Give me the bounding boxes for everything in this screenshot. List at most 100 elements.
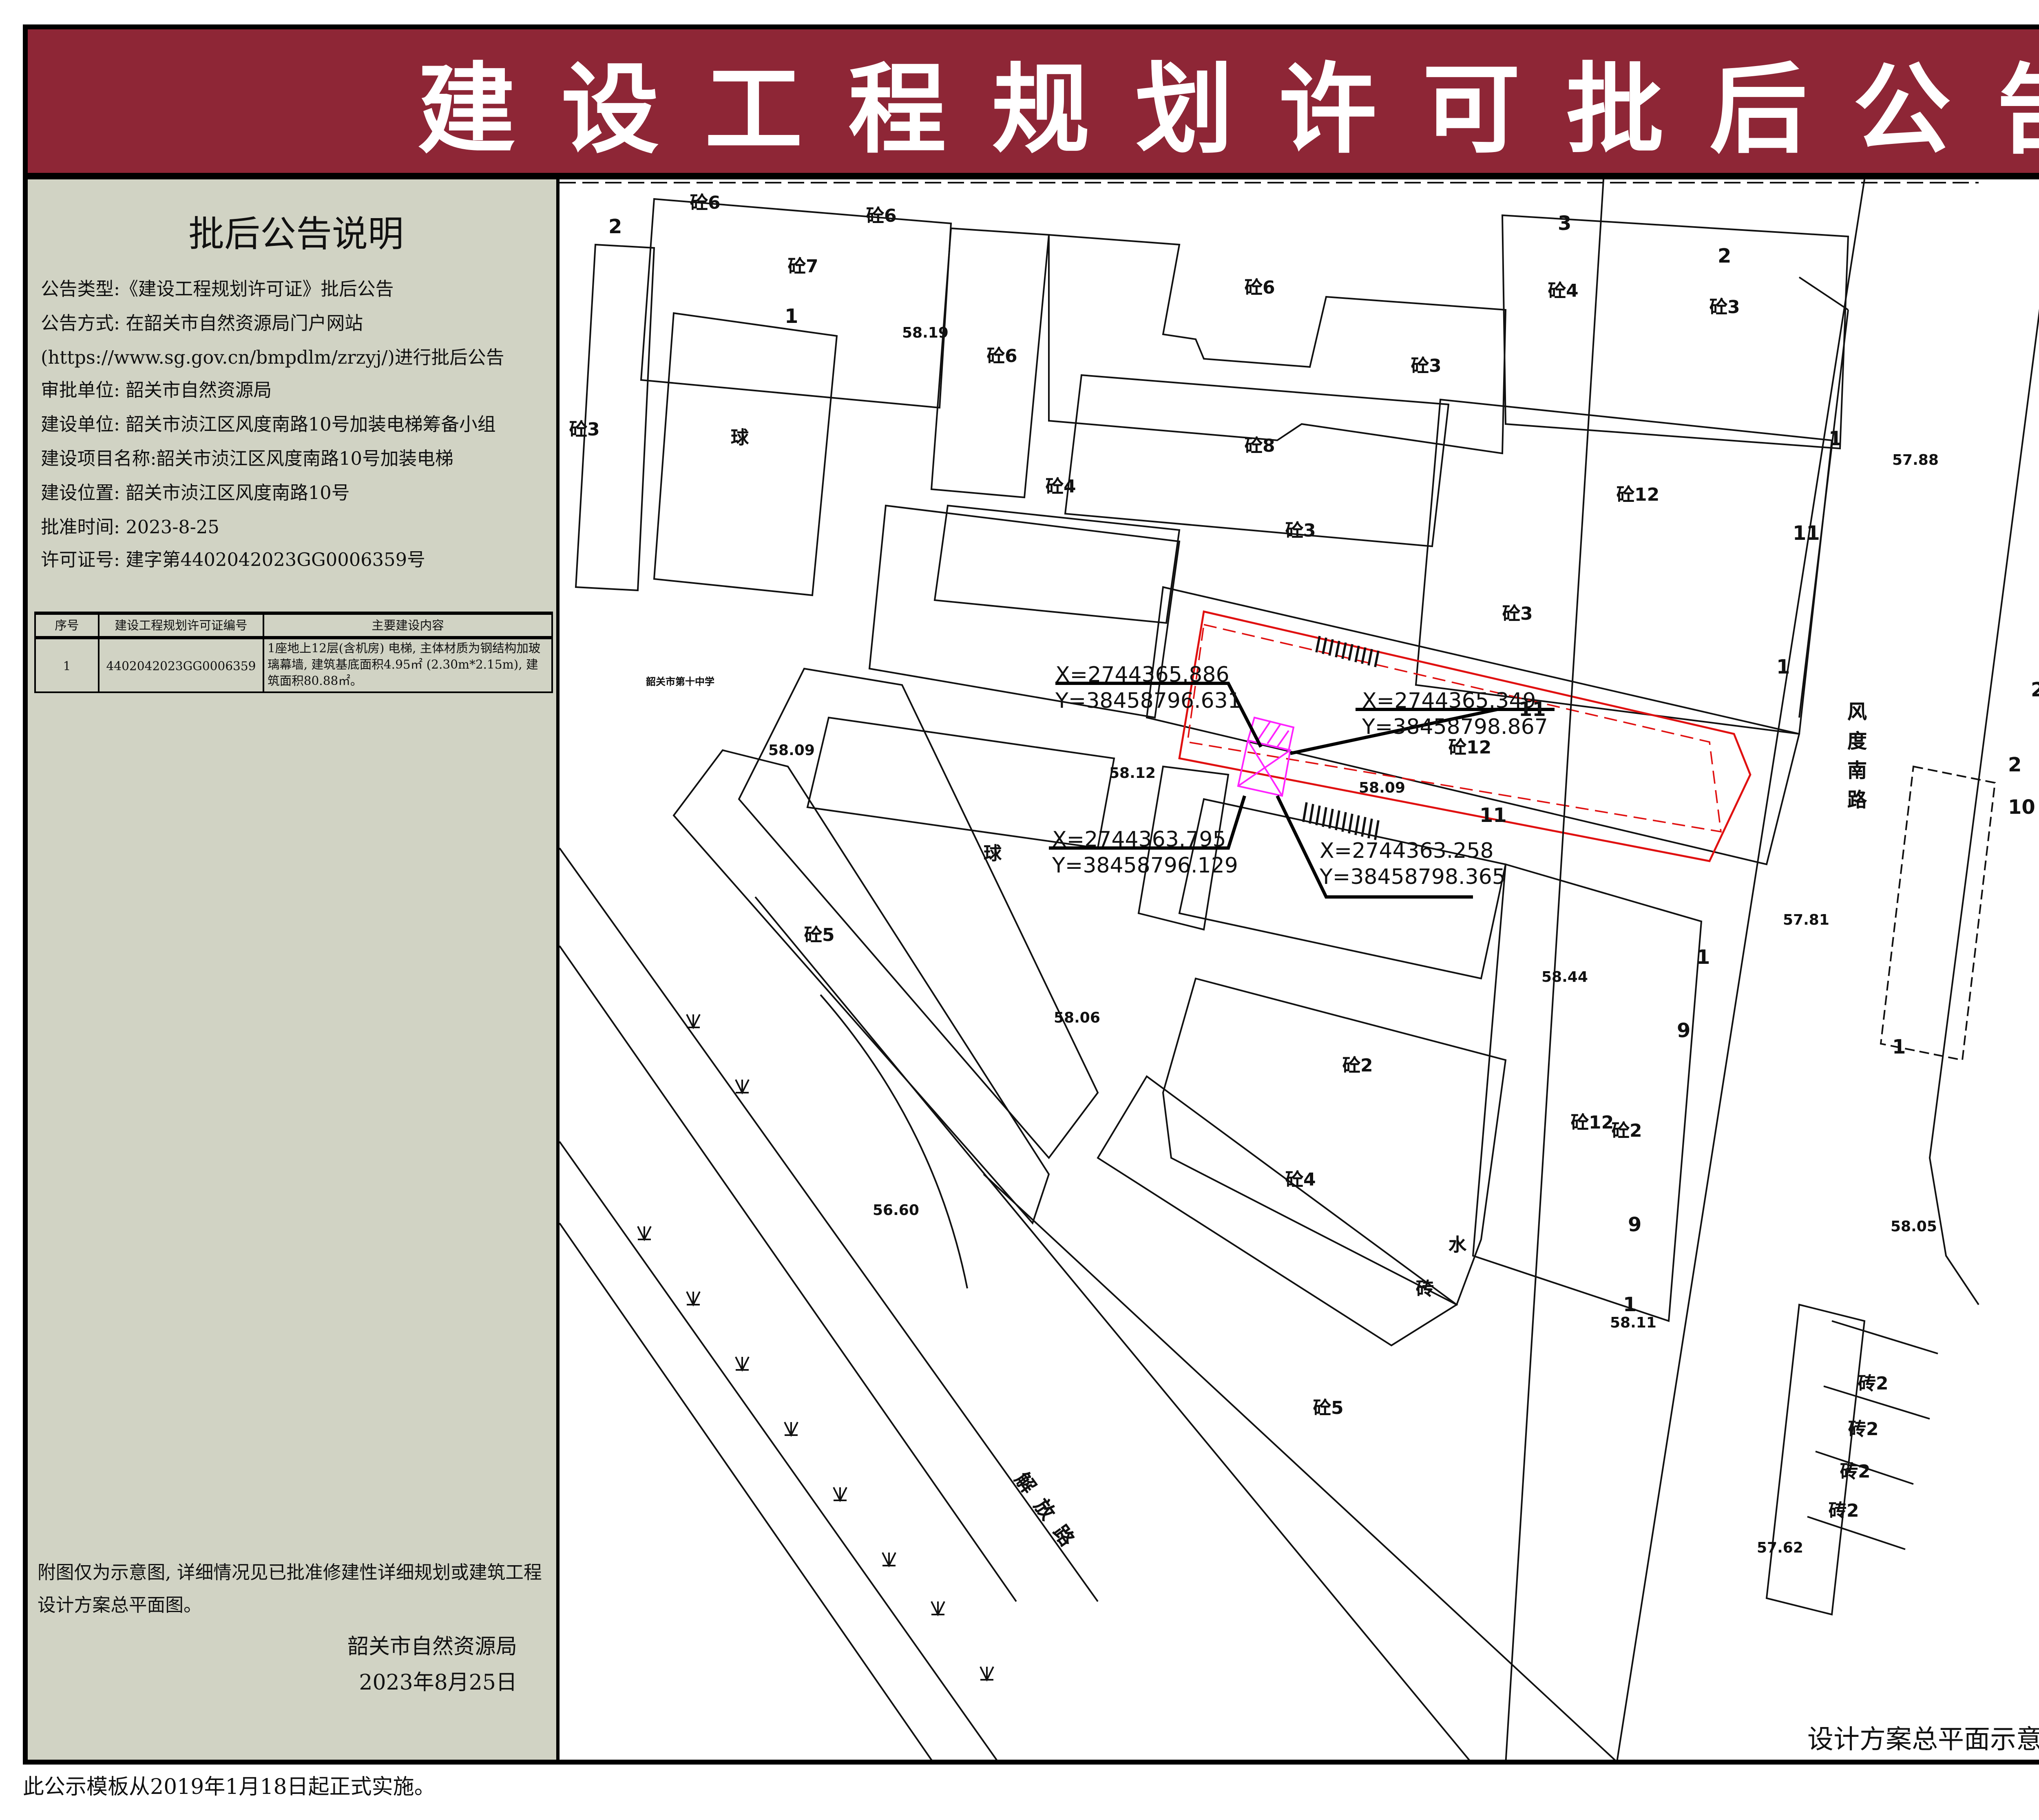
building-label: 砼12 [1571, 1112, 1614, 1133]
approval-authority: 审批单位: 韶关市自然资源局 [41, 380, 272, 402]
floor-number: 1 [1623, 1293, 1637, 1316]
elevation-label: 58.05 [1891, 1220, 1937, 1236]
elevation-label: 57.62 [1757, 1541, 1803, 1557]
building-label: 砼6 [866, 205, 897, 227]
floor-number: 2 [608, 215, 622, 238]
floor-number: 9 [1677, 1019, 1691, 1042]
building-label: 砖2 [1829, 1500, 1859, 1522]
coord-x: X=2744363.258 [1320, 840, 1494, 864]
building-label: 砼4 [1046, 476, 1076, 497]
coord-y: Y=38458796.129 [1052, 855, 1238, 879]
building-label: 球 [731, 427, 749, 448]
permit-table: 序号 建设工程规划许可证编号 主要建设内容 1 4402042023GG0006… [34, 612, 553, 693]
project-location: 建设位置: 韶关市浈江区风度南路10号 [41, 482, 350, 504]
panel-title: 批后公告说明 [188, 215, 404, 256]
notice-method: 公告方式: 在韶关市自然资源局门户网站 [41, 313, 363, 334]
floor-number: 1 [785, 305, 798, 328]
notice-details: 公告类型:《建设工程规划许可证》批后公告 公告方式: 在韶关市自然资源局门户网站… [41, 274, 560, 579]
footer-template-note: 此公示模板从2019年1月18日起正式实施。 [23, 1776, 436, 1800]
elevation-label: 58.09 [768, 744, 815, 760]
site-plan-drawing [560, 179, 2039, 1760]
floor-number: 1 [1776, 656, 1790, 678]
building-label: 砖2 [1840, 1461, 1871, 1482]
floor-number: 1 [1892, 1036, 1906, 1058]
building-label: 砼3 [569, 419, 600, 440]
table-header-row: 序号 建设工程规划许可证编号 主要建设内容 [34, 612, 553, 639]
floor-number: 2 [1718, 245, 1732, 267]
floor-number: 11 [1479, 804, 1507, 827]
project-name: 建设项目名称:韶关市浈江区风度南路10号加装电梯 [41, 448, 453, 470]
building-label: 砼2 [1612, 1120, 1642, 1142]
elevation-label: 58.06 [1054, 1011, 1100, 1027]
approval-date: 批准时间: 2023-8-25 [41, 516, 219, 538]
left-info-panel: 批后公告说明 公告类型:《建设工程规划许可证》批后公告 公告方式: 在韶关市自然… [23, 179, 560, 1765]
notice-type: 公告类型:《建设工程规划许可证》批后公告 [41, 279, 394, 300]
building-label: 砼8 [1245, 435, 1275, 457]
floor-number: 2 [2031, 678, 2039, 701]
floor-number: 1 [1696, 946, 1710, 969]
building-label: 砖 [1416, 1279, 1434, 1300]
coordinate-annotation-nw: X=2744365.886 Y=38458796.631 [1055, 664, 1241, 716]
map-caption: 设计方案总平面示意图 [1807, 1724, 2039, 1755]
permit-number: 许可证号: 建字第4402042023GG0006359号 [41, 550, 425, 572]
building-label: 砼3 [1411, 356, 1442, 377]
page-title: 建设工程规划许可批后公告 [418, 53, 2039, 167]
col-permit-no: 建设工程规划许可证编号 [98, 612, 264, 639]
building-label: 砼4 [1285, 1169, 1316, 1191]
coordinate-annotation-se: X=2744363.258 Y=38458798.365 [1320, 840, 1506, 892]
building-label: 球 [984, 843, 1002, 864]
site-plan-map: 砼6 砼6 砼7 砼3 砼6 砼6 砼4 砼8 砼3 砼4 砼3 砼12 砼3 … [560, 179, 2039, 1765]
building-label: 砼4 [1548, 281, 1579, 302]
building-label: 砼2 [1342, 1055, 1373, 1076]
building-label: 砼6 [987, 346, 1017, 367]
table-row: 1 4402042023GG0006359 1座地上12层(含机房) 电梯, 主… [34, 637, 553, 693]
floor-number: 11 [1519, 698, 1546, 721]
elevation-label: 58.09 [1359, 781, 1405, 797]
building-label: 砼7 [788, 256, 818, 277]
notice-url: (https://www.sg.gov.cn/bmpdlm/zrzyj/)进行批… [41, 347, 504, 368]
cell-permit-no: 4402042023GG0006359 [98, 637, 264, 693]
building-label: 砼3 [1502, 603, 1533, 625]
cell-content: 1座地上12层(含机房) 电梯, 主体材质为钢结构加玻璃幕墙, 建筑基底面积4.… [263, 637, 553, 693]
floor-number: 3 [1558, 212, 1572, 235]
elevation-label: 56.60 [873, 1204, 919, 1220]
floor-number: 9 [1628, 1213, 1642, 1236]
floor-number: 2 [2008, 753, 2022, 776]
building-label: 砼3 [1709, 297, 1740, 318]
signature-date: 2023年8月25日 [359, 1672, 517, 1696]
floor-number: 1 [1829, 427, 1842, 450]
coord-y: Y=38458798.365 [1320, 866, 1506, 890]
col-no: 序号 [34, 612, 100, 639]
building-label: 砼5 [804, 925, 835, 946]
col-content: 主要建设内容 [263, 612, 553, 639]
coord-y: Y=38458796.631 [1055, 690, 1241, 714]
building-label: 砼5 [1313, 1398, 1344, 1419]
elevation-label: 57.88 [1892, 453, 1939, 470]
building-label: 砼6 [1245, 277, 1275, 298]
building-label: 砼3 [1285, 520, 1316, 541]
coordinate-annotation-ne: X=2744365.349 Y=38458798.867 [1362, 690, 1548, 742]
coord-x: X=2744365.349 [1362, 690, 1536, 714]
coord-y: Y=38458798.867 [1362, 716, 1548, 740]
coord-x: X=2744365.886 [1055, 664, 1230, 688]
signature-block: 韶关市自然资源局 2023年8月25日 [347, 1631, 517, 1703]
cell-no: 1 [34, 637, 100, 693]
floor-number: 10 [2008, 796, 2035, 819]
road-label-fengdu-south: 风度南路 [1845, 701, 1868, 819]
building-label: 水 [1449, 1235, 1466, 1256]
elevation-label: 58.11 [1610, 1316, 1656, 1332]
building-label: 砖2 [1848, 1419, 1879, 1440]
school-label: 韶关市第十中学 [646, 677, 715, 688]
coord-x: X=2744363.795 [1052, 828, 1226, 853]
title-bar: 建设工程规划许可批后公告 [23, 24, 2039, 179]
elevation-label: 57.81 [1783, 913, 1829, 930]
signature-org: 韶关市自然资源局 [347, 1636, 517, 1660]
floor-number: 11 [1793, 522, 1820, 545]
building-label: 砼12 [1617, 484, 1660, 506]
elevation-label: 58.12 [1109, 766, 1156, 783]
coordinate-annotation-sw: X=2744363.795 Y=38458796.129 [1052, 828, 1238, 881]
elevation-label: 58.19 [902, 326, 949, 342]
disclaimer-note: 附图仅为示意图, 详细情况见已批准修建性详细规划或建筑工程设计方案总平面图。 [38, 1562, 542, 1616]
building-label: 砼6 [690, 192, 721, 214]
